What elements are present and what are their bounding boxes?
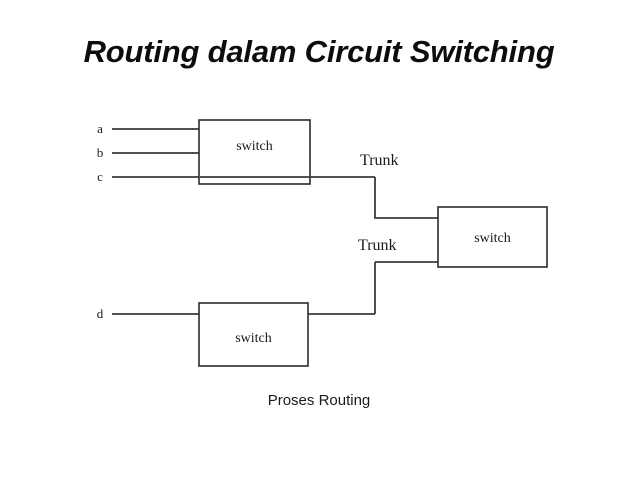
port-label-a: a — [97, 121, 103, 136]
trunk-label-upper: Trunk — [360, 152, 399, 169]
switch-box-3-label: switch — [235, 331, 272, 346]
switch-box-2 — [437, 206, 548, 268]
switch-box-1-label: switch — [236, 139, 273, 154]
trunk-label-lower: Trunk — [358, 237, 397, 254]
switch-box-3 — [198, 302, 309, 367]
wire-trunk-upper-to-switch2 — [374, 177, 438, 219]
port-label-b: b — [97, 145, 104, 160]
port-label-d: d — [97, 306, 104, 321]
page-title: Routing dalam Circuit Switching — [83, 34, 555, 69]
diagram-svg: switch Trunk switch Trunk switch a b c d — [97, 119, 548, 367]
switch-box-2-label: switch — [474, 231, 511, 246]
routing-diagram: switch Trunk switch Trunk switch a b c d — [0, 95, 638, 395]
port-label-c: c — [97, 169, 103, 184]
switch-box-1 — [198, 119, 311, 185]
diagram-caption: Proses Routing — [267, 392, 371, 409]
